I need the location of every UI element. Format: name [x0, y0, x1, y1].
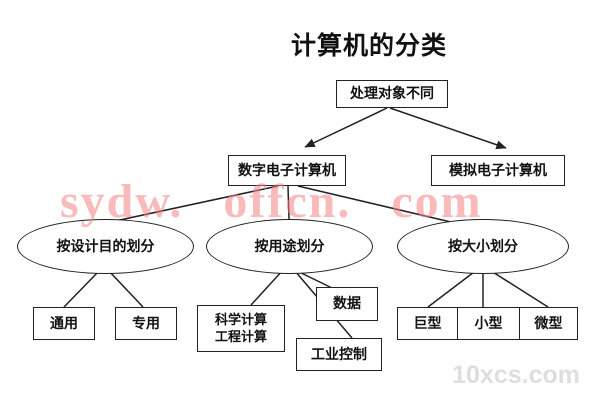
leaf-small: 小型: [457, 307, 520, 340]
edge-design-to-special: [107, 269, 144, 308]
edge-digital-to-size: [297, 185, 456, 224]
leaf-data: 数据: [316, 287, 378, 321]
leaf-giant: 巨型: [397, 307, 458, 340]
ellipse-by-design-purpose: 按设计目的划分: [17, 219, 194, 274]
node-digital-computer: 数字电子计算机: [228, 155, 346, 186]
leaf-sci-line2: 工程计算: [214, 328, 267, 344]
edge-root-to-analog: [389, 107, 507, 150]
leaf-special-purpose: 专用: [115, 307, 177, 340]
edge-size-to-micro: [487, 268, 549, 308]
edge-design-to-general: [63, 269, 101, 308]
edge-usage-to-sci: [250, 269, 284, 306]
leaf-micro: 微型: [519, 307, 578, 340]
page-title: 计算机的分类: [290, 32, 447, 60]
leaf-industrial-control: 工业控制: [296, 338, 382, 371]
edge-root-to-digital: [304, 107, 388, 148]
node-root-criterion: 处理对象不同: [336, 80, 448, 108]
edge-digital-to-usage: [287, 185, 290, 220]
node-analog-computer: 模拟电子计算机: [431, 155, 565, 186]
ellipse-by-usage: 按用途划分: [206, 219, 373, 274]
leaf-general-purpose: 通用: [33, 307, 95, 340]
ellipse-by-size: 按大小划分: [397, 219, 569, 274]
leaf-scientific-engineering-computing: 科学计算 工程计算: [197, 305, 285, 352]
leaf-sci-line1: 科学计算: [214, 312, 267, 328]
edge-size-to-giant: [427, 268, 479, 308]
edge-digital-to-design: [114, 185, 279, 222]
